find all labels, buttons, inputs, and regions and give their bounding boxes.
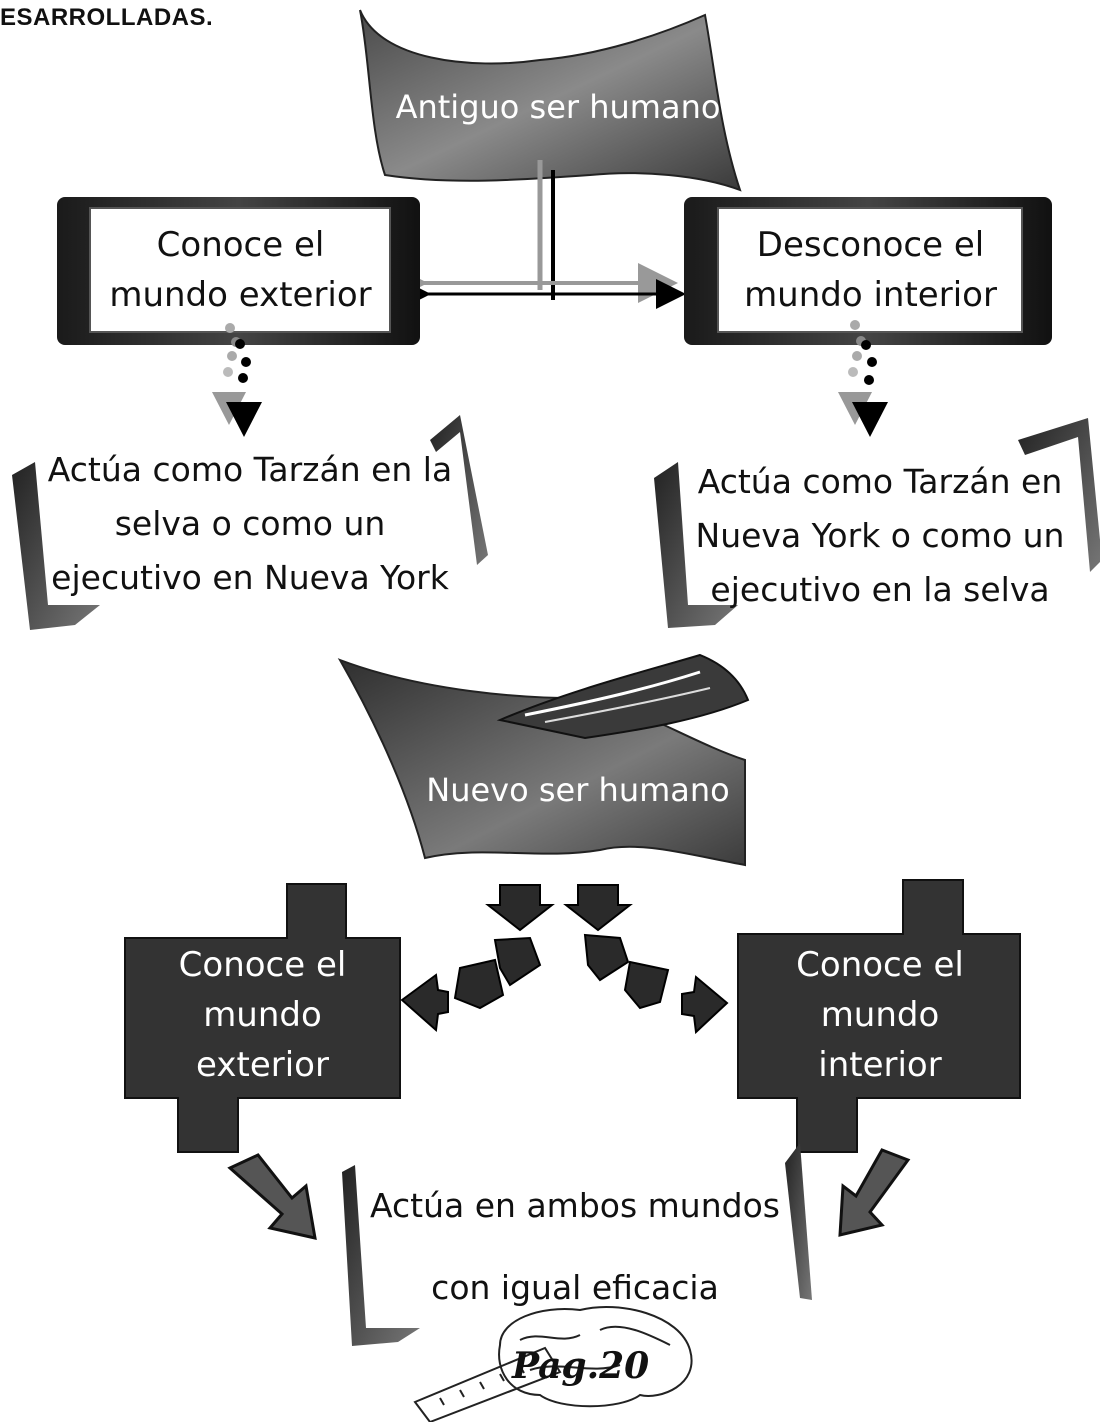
new-right-box-label: Conoce el mundo interior xyxy=(750,940,1010,1090)
new-result: Actúa en ambos mundos con igual eficacia xyxy=(365,1165,785,1329)
old-left-bracket-bottom xyxy=(12,462,100,630)
old-left-result: Actúa como Tarzán en la selva o como un … xyxy=(40,443,460,605)
new-right-box-line: interior xyxy=(818,1045,942,1085)
new-left-box xyxy=(124,883,401,1153)
new-left-outline-arrow xyxy=(227,1153,317,1240)
new-left-box-line: exterior xyxy=(196,1045,329,1085)
old-right-result-line: Actúa como Tarzán en xyxy=(697,462,1063,501)
new-human-arrows xyxy=(400,884,729,1035)
old-left-frame xyxy=(57,197,420,345)
old-right-result: Actúa como Tarzán en Nueva York o como u… xyxy=(685,455,1075,617)
new-right-outline-arrow xyxy=(838,1148,911,1237)
old-left-result-line: ejecutivo en Nueva York xyxy=(51,558,449,597)
new-result-line: con igual eficacia xyxy=(431,1268,719,1307)
old-left-result-line: Actúa como Tarzán en la xyxy=(47,450,453,489)
old-left-result-line: selva o como un xyxy=(114,504,386,543)
old-right-result-line: Nueva York o como un xyxy=(695,516,1065,555)
brain-ruler-doodle xyxy=(413,1306,693,1422)
new-right-box xyxy=(737,879,1021,1153)
new-left-box-line: mundo xyxy=(203,995,322,1035)
old-right-result-line: ejecutivo en la selva xyxy=(710,570,1050,609)
old-human-flag-shape xyxy=(359,9,742,192)
old-right-dotted-arrow xyxy=(838,320,888,437)
new-human-title: Nuevo ser humano xyxy=(426,771,730,809)
old-right-bracket-bottom xyxy=(654,462,738,628)
new-left-box-line: Conoce el xyxy=(178,945,347,985)
old-left-dotted-arrow xyxy=(212,323,262,437)
old-left-box-label: Conoce el mundo exterior xyxy=(109,225,372,315)
old-right-frame xyxy=(684,197,1052,345)
old-left-bracket-top xyxy=(430,415,488,565)
old-right-box-label: Desconoce el mundo interior xyxy=(744,225,997,315)
new-right-box-line: mundo xyxy=(820,995,940,1035)
new-result-line: Actúa en ambos mundos xyxy=(370,1186,780,1225)
new-human-book xyxy=(337,653,750,867)
new-left-box-label: Conoce el mundo exterior xyxy=(135,940,390,1090)
header-text: ESARROLLADAS. xyxy=(0,4,214,31)
page-number: Pag.20 xyxy=(512,1345,650,1387)
new-result-bracket-left xyxy=(342,1165,420,1346)
new-result-bracket-right xyxy=(785,1143,812,1300)
new-right-box-line: Conoce el xyxy=(796,945,964,985)
old-human-title: Antiguo ser humano xyxy=(395,88,721,126)
old-right-bracket-top xyxy=(1018,418,1100,572)
